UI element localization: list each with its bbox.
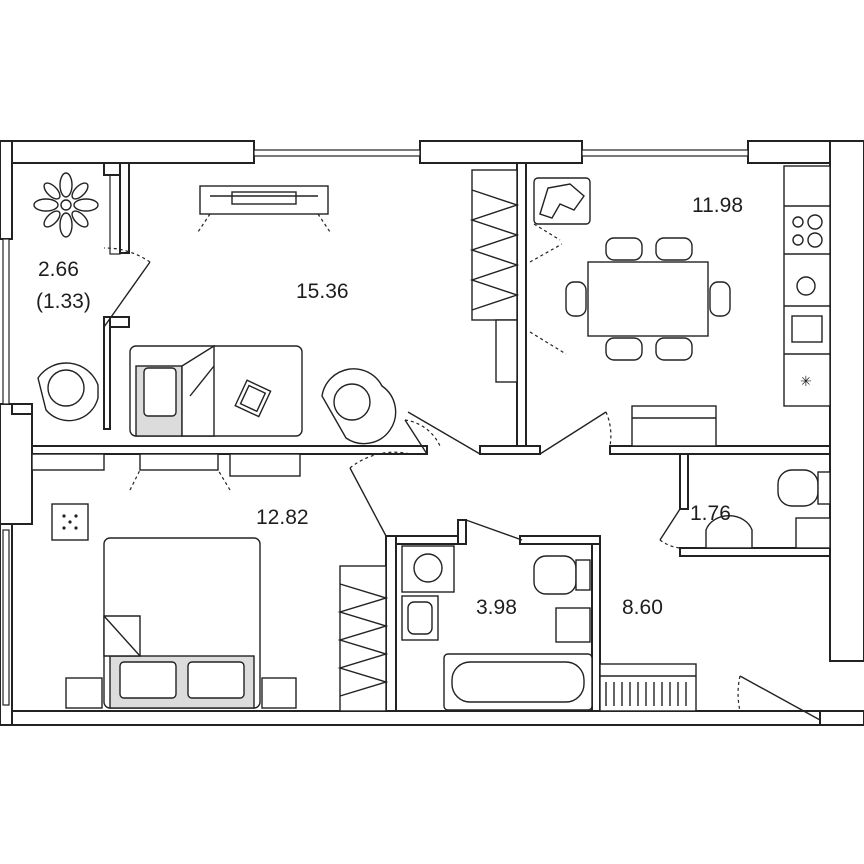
dining-table-icon: [565, 237, 731, 361]
interior-walls: [11, 162, 831, 712]
hallway-area-label: 8.60: [622, 596, 663, 619]
shoe-rack-icon: [599, 663, 697, 712]
windows: [2, 149, 749, 706]
living-room-area-label: 15.36: [296, 280, 349, 303]
bed-icon: [65, 537, 297, 709]
toilet-bath-icon: [533, 555, 591, 595]
bathroom-sink-icon: [401, 595, 439, 641]
area-labels: 2.66 (1.33) 15.36 11.98 12.82 3.98 8.60 …: [36, 194, 743, 619]
toilet-icon: [777, 469, 831, 507]
toilet-area-label: 1.76: [690, 502, 731, 525]
balcony-area-label: 2.66: [38, 258, 79, 281]
wardrobe-bedroom-icon: [337, 565, 389, 712]
tv-unit-icon: [197, 185, 331, 233]
bedroom-area-label: 12.82: [256, 506, 309, 529]
laptop-icon: [234, 379, 272, 418]
svg-text:✳: ✳: [800, 374, 812, 390]
living-armchair-icon: [321, 368, 397, 445]
washing-machine-icon: [401, 545, 455, 593]
kitchen-area-label: 11.98: [692, 194, 743, 217]
balcony-armchair-icon: [37, 362, 99, 422]
toilet-sink-icon: [705, 515, 831, 549]
balcony-plant-icon: [33, 172, 99, 238]
bath-cabinet-icon: [555, 607, 591, 643]
kitchen-counter-icon: ✳: [783, 165, 831, 407]
sofa-bed-icon: [129, 344, 303, 437]
bedroom-shelves-icon: [31, 453, 301, 491]
kitchen-chair-icon: [529, 177, 591, 355]
outer-walls: [0, 140, 864, 726]
balcony-reduced-area-label: (1.33): [36, 290, 91, 313]
bathroom-area-label: 3.98: [476, 596, 517, 619]
bathtub-icon: [443, 653, 593, 711]
kitchen-sideboard-icon: [631, 405, 717, 447]
doors: [103, 247, 821, 721]
ceiling-light-icon: [51, 503, 89, 541]
wardrobe-living-icon: [469, 169, 520, 383]
